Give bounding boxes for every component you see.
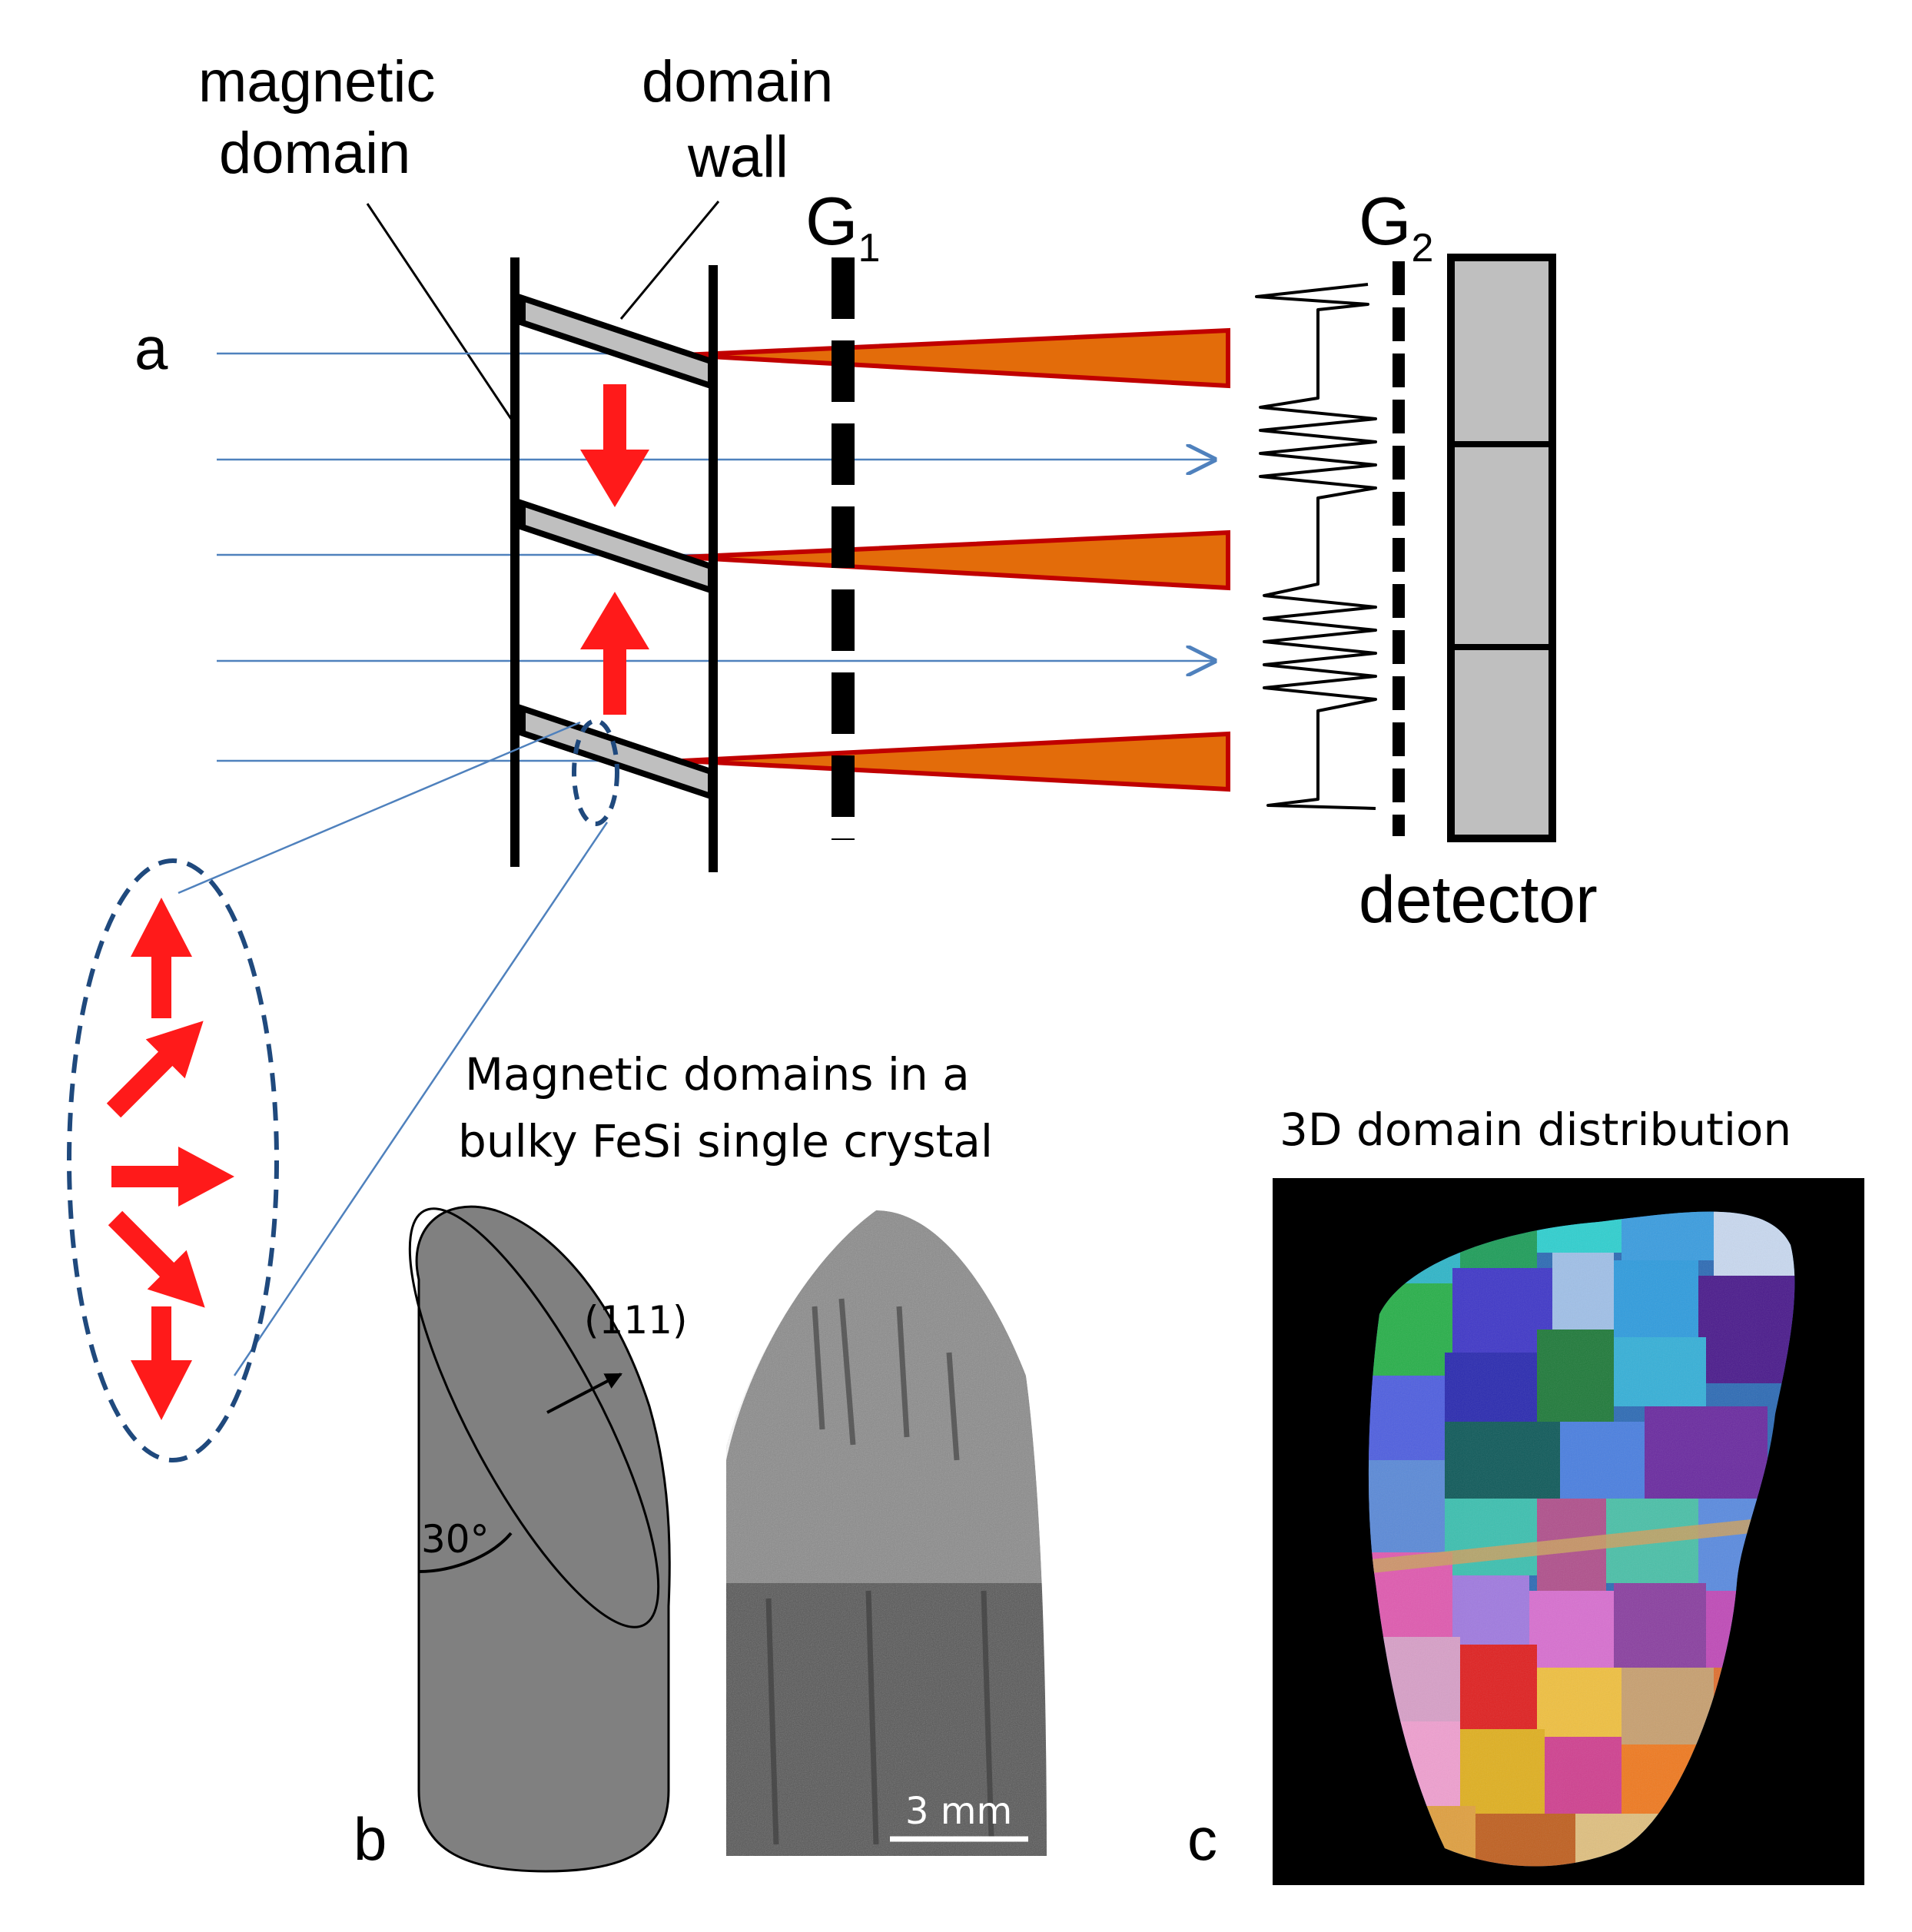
- panel-c-label: c: [1187, 1805, 1217, 1873]
- streak-6: [865, 1590, 879, 1845]
- domain-wall-1: [519, 294, 714, 390]
- scale-bar-label: 3 mm: [905, 1790, 1012, 1833]
- grating-g2-label: G2: [1359, 183, 1433, 271]
- zoom-connector-bottom: [233, 822, 609, 1376]
- grating-g1-label: G1: [805, 183, 880, 271]
- panel-c-title: 3D domain distribution: [1280, 1104, 1791, 1156]
- streak-3: [896, 1306, 910, 1438]
- domain-wall-2: [519, 499, 714, 595]
- domain-walls: [519, 294, 714, 801]
- radiograph-streaks: [765, 1298, 994, 1845]
- grating-g2-subscript: 2: [1411, 226, 1433, 271]
- spin-arrow-down: [131, 1306, 192, 1420]
- domain-wall-label-line1: domain: [642, 49, 833, 115]
- cut-plane: [408, 1207, 660, 1628]
- magnetization-arrow-up: [580, 592, 649, 715]
- grating-g2-letter: G: [1359, 183, 1411, 259]
- panel-b-title-line2: bulky FeSi single crystal: [458, 1115, 993, 1167]
- panel-b-label: b: [354, 1805, 387, 1873]
- magnetic-domain-leader: [366, 203, 513, 420]
- cylinder-sample: [415, 1205, 671, 1873]
- refraction-wedge-3: [682, 731, 1230, 792]
- magnetization-arrows: [580, 384, 649, 715]
- streak-7: [981, 1590, 994, 1837]
- spin-rotation-arrows: [106, 898, 234, 1420]
- panel-b: Magnetic domains in a bulky FeSi single …: [354, 1048, 1049, 1873]
- panel-a: a magnetic domain domain wall: [67, 49, 1598, 1462]
- plane-label: (111): [584, 1298, 687, 1343]
- spin-arrow-diag-up: [106, 1021, 204, 1118]
- zoom-ellipse-large: [67, 858, 279, 1462]
- detector-label: detector: [1359, 863, 1598, 937]
- radiograph-mask: [726, 1203, 1049, 1856]
- spin-arrow-up: [131, 898, 192, 1018]
- grating-g1-subscript: 1: [858, 226, 880, 271]
- angle-arc: [418, 1532, 513, 1573]
- panel-c: 3D domain distribution: [1187, 1104, 1864, 1885]
- refraction-wedges: [682, 327, 1230, 792]
- panel-b-title-line1: Magnetic domains in a: [465, 1048, 970, 1100]
- magnetization-arrow-down: [580, 384, 649, 507]
- streak-1: [812, 1306, 825, 1430]
- domain-radiograph: [726, 1203, 1049, 1856]
- detector: [1447, 254, 1556, 842]
- panel-a-label: a: [134, 314, 168, 382]
- refraction-wedge-1: [682, 327, 1230, 389]
- spin-arrow-right: [111, 1147, 234, 1207]
- domain-wall-leader: [619, 201, 720, 320]
- zoom-ellipse-small: [572, 719, 619, 826]
- streak-2: [838, 1298, 856, 1446]
- magnetic-domain-label-line2: domain: [219, 121, 410, 186]
- domain-wall-label-line2: wall: [687, 124, 788, 190]
- refraction-wedge-2: [682, 529, 1230, 591]
- grating-g1-letter: G: [805, 183, 858, 259]
- streak-5: [765, 1598, 779, 1845]
- fringe-profile: [1255, 283, 1377, 810]
- spin-arrow-diag-down: [108, 1210, 205, 1308]
- zoom-connector-top: [178, 721, 581, 895]
- magnetic-domain-label-line1: magnetic: [198, 49, 435, 115]
- angle-label: 30°: [421, 1517, 490, 1562]
- streak-4: [946, 1352, 960, 1461]
- plane-normal-arrow: [546, 1373, 622, 1414]
